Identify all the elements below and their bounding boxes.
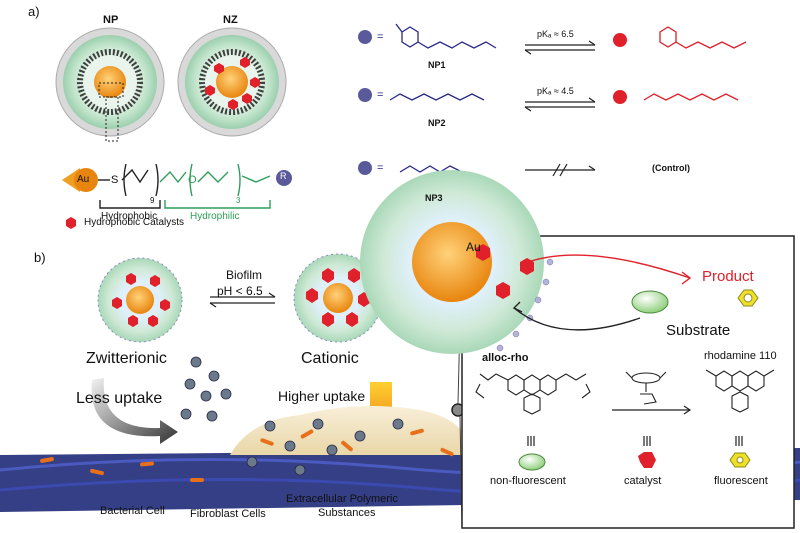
np2-equals: = bbox=[377, 89, 384, 101]
higher-uptake-label: Higher uptake bbox=[278, 388, 366, 404]
np2-pka: pKₐ ≈ 4.5 bbox=[537, 86, 574, 96]
sub3-label: 3 bbox=[236, 196, 241, 205]
fluorescent-icon bbox=[729, 452, 751, 468]
ligand-chain bbox=[62, 163, 292, 209]
np-rows-products bbox=[613, 26, 747, 104]
nz-label: NZ bbox=[223, 14, 238, 26]
product-icon bbox=[737, 289, 759, 307]
nz-particle bbox=[177, 27, 287, 137]
scattered-nanoparticles bbox=[180, 356, 232, 422]
catalyst-label: catalyst bbox=[624, 475, 662, 487]
fluorescent-label: fluorescent bbox=[714, 475, 768, 487]
condition-line2: pH < 6.5 bbox=[217, 284, 263, 298]
catalyst-structure bbox=[625, 371, 667, 405]
catalyst-icon bbox=[638, 452, 656, 468]
bacterial-cell-label: Bacterial Cell bbox=[100, 505, 165, 517]
fibroblast-cells-label: Fibroblast Cells bbox=[190, 508, 266, 520]
sub9-label: 9 bbox=[150, 196, 155, 205]
condition-line1: Biofilm bbox=[226, 268, 263, 282]
np3-label: NP3 bbox=[425, 193, 443, 203]
biofilm-nanoparticles bbox=[246, 418, 404, 476]
inset-au-label: Au bbox=[466, 240, 481, 254]
np2-label: NP2 bbox=[428, 118, 446, 128]
less-uptake-arrow bbox=[91, 378, 178, 444]
zwitterionic-particle bbox=[97, 257, 183, 343]
inset-particle bbox=[360, 170, 554, 354]
panel-b-label: b) bbox=[34, 250, 46, 265]
np3-equals: = bbox=[377, 162, 384, 174]
hydrophilic-label: Hydrophilic bbox=[190, 211, 240, 222]
less-uptake-label: Less uptake bbox=[76, 390, 163, 407]
eps-line1: Extracellular Polymeric bbox=[286, 493, 398, 505]
panel-a-label: a) bbox=[28, 4, 40, 19]
s-label: S bbox=[111, 174, 119, 186]
rhodamine-structure bbox=[705, 369, 775, 413]
product-label: Product bbox=[702, 268, 754, 285]
equilibrium-arrows bbox=[524, 40, 596, 177]
au-label: Au bbox=[77, 174, 90, 185]
hydrophobic-label: Hydrophobic bbox=[101, 211, 158, 222]
np1-label: NP1 bbox=[428, 60, 446, 70]
non-fluorescent-icon bbox=[518, 453, 546, 471]
substrate-label: Substrate bbox=[666, 322, 731, 339]
substrate-icon bbox=[631, 290, 669, 314]
catalysts-legend-label: Hydrophobic Catalysts bbox=[84, 217, 185, 228]
o-label: O bbox=[188, 174, 197, 186]
np1-pka: pKₐ ≈ 6.5 bbox=[537, 29, 574, 39]
zwitterionic-label: Zwitterionic bbox=[86, 350, 167, 367]
alloc-rho-structure bbox=[475, 373, 591, 415]
alloc-rho-label: alloc-rho bbox=[482, 352, 529, 364]
np1-equals: = bbox=[377, 31, 384, 43]
biofilm-equilibrium-arrows bbox=[209, 292, 276, 308]
equiv-marks bbox=[527, 436, 743, 446]
rhodamine-label: rhodamine 110 bbox=[704, 350, 777, 362]
non-fluorescent-label: non-fluorescent bbox=[490, 475, 566, 487]
inset-catalysis-arrows bbox=[512, 254, 692, 331]
np-rows-structures bbox=[358, 23, 497, 175]
control-label: (Control) bbox=[652, 163, 690, 173]
eps-line2: Substances bbox=[318, 507, 376, 519]
reaction-arrow bbox=[612, 405, 692, 415]
cationic-particle bbox=[293, 253, 383, 343]
np-label: NP bbox=[103, 14, 119, 26]
np-particle bbox=[55, 27, 165, 142]
r-label: R bbox=[280, 171, 287, 181]
cationic-label: Cationic bbox=[301, 350, 359, 367]
catalyst-legend-hexagon bbox=[66, 217, 76, 229]
